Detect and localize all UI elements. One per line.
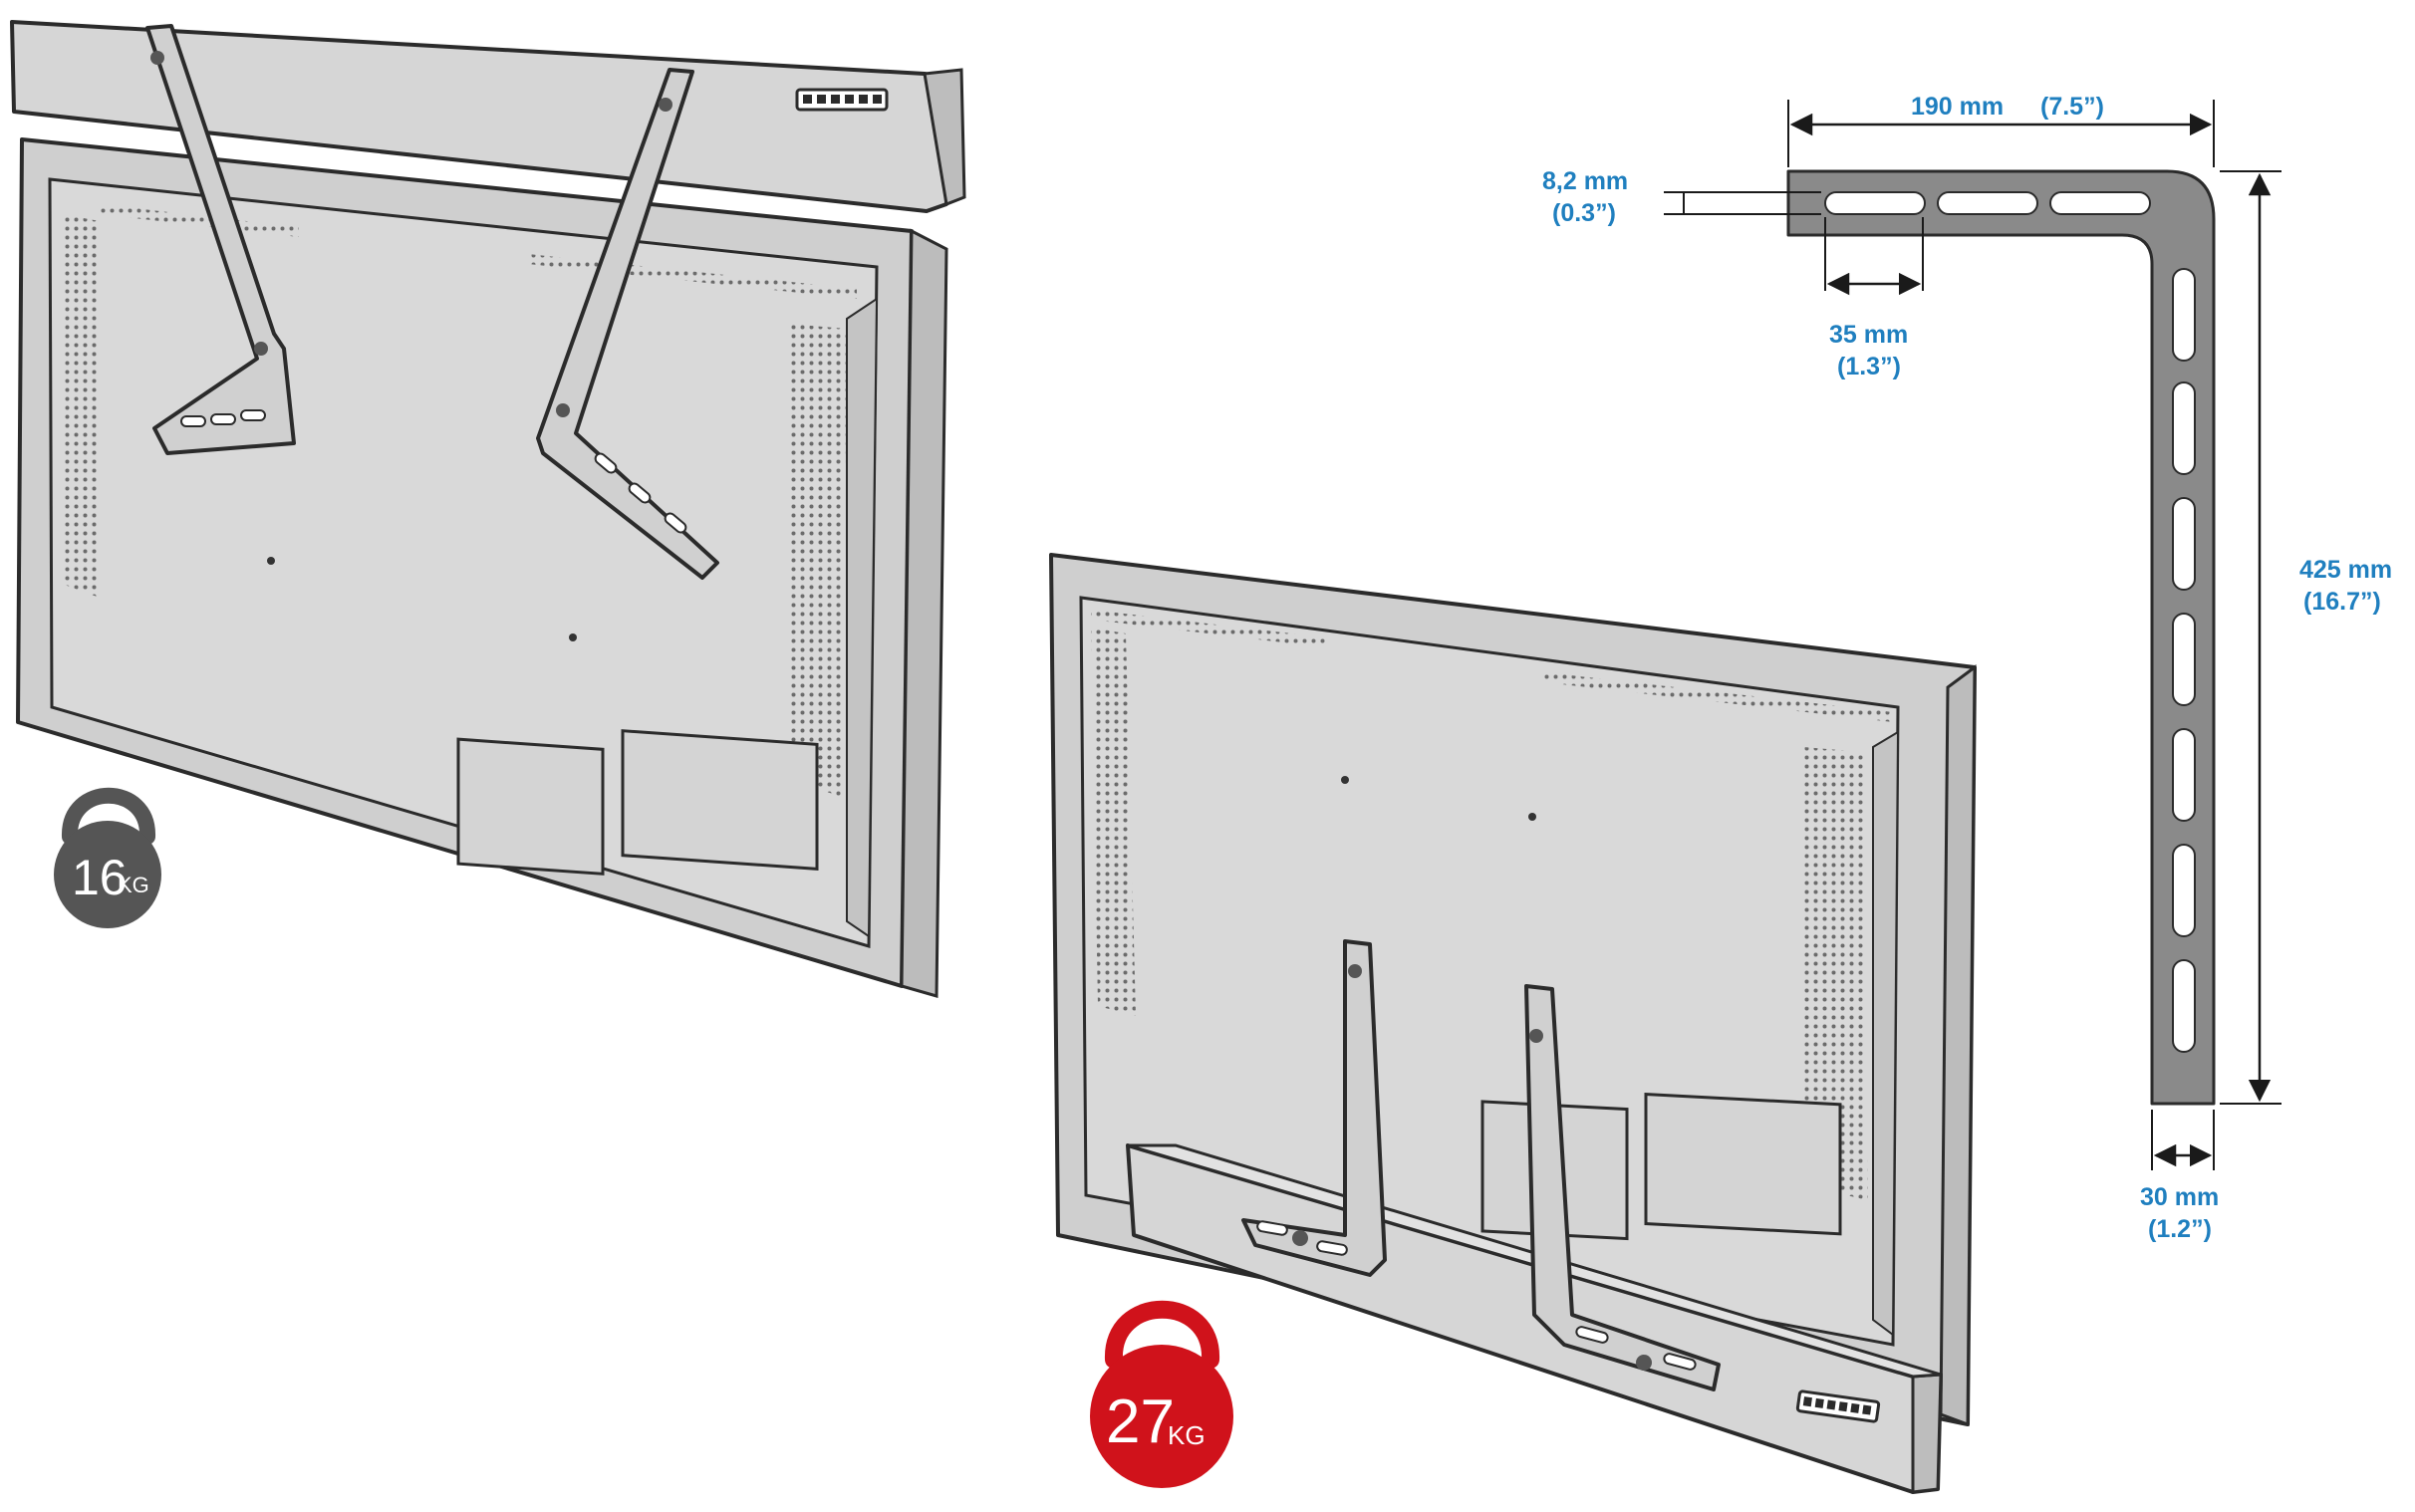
- bracket-dimension-drawing: 190 mm (7.5”) 8,2 mm (0.3”) 35 mm (1.3”)…: [1542, 93, 2392, 1243]
- bracket-left-bottom: [1241, 939, 1387, 1277]
- dim-slot-length-metric: 35 mm: [1829, 321, 1908, 349]
- dim-height-metric: 425 mm: [2299, 556, 2392, 584]
- soundbar-top: [10, 20, 966, 213]
- weight-value-bottom: 27: [1106, 1387, 1175, 1456]
- dim-width-metric: 190 mm: [1911, 93, 2004, 121]
- bracket-left-top: [145, 24, 296, 455]
- bracket-profile: [1786, 169, 2216, 1106]
- dim-slot-width-imperial: (0.3”): [1552, 199, 1616, 227]
- tv-above-mount-illustration: [10, 20, 966, 998]
- tv-back-panel-top: [16, 137, 948, 998]
- dim-bar-width-imperial: (1.2”): [2148, 1215, 2212, 1243]
- dim-slot-length-imperial: (1.3”): [1837, 353, 1901, 380]
- weight-badge-16kg: 16 KG: [54, 787, 161, 928]
- bracket-right-top: [536, 68, 719, 580]
- dim-slot-width-metric: 8,2 mm: [1542, 167, 1628, 195]
- tv-below-mount-illustration: [1049, 553, 1977, 1494]
- dim-height-imperial: (16.7”): [2303, 588, 2381, 616]
- weight-badge-27kg: 27 KG: [1090, 1300, 1233, 1488]
- weight-unit-bottom: KG: [1168, 1420, 1206, 1450]
- weight-unit-top: KG: [118, 873, 149, 897]
- dim-width-imperial: (7.5”): [2040, 93, 2104, 121]
- weight-value-top: 16: [72, 850, 128, 905]
- dim-bar-width-metric: 30 mm: [2140, 1183, 2219, 1211]
- bracket-right-bottom: [1524, 984, 1721, 1391]
- kettlebell-icon: [54, 787, 161, 928]
- kettlebell-icon: [1090, 1300, 1233, 1488]
